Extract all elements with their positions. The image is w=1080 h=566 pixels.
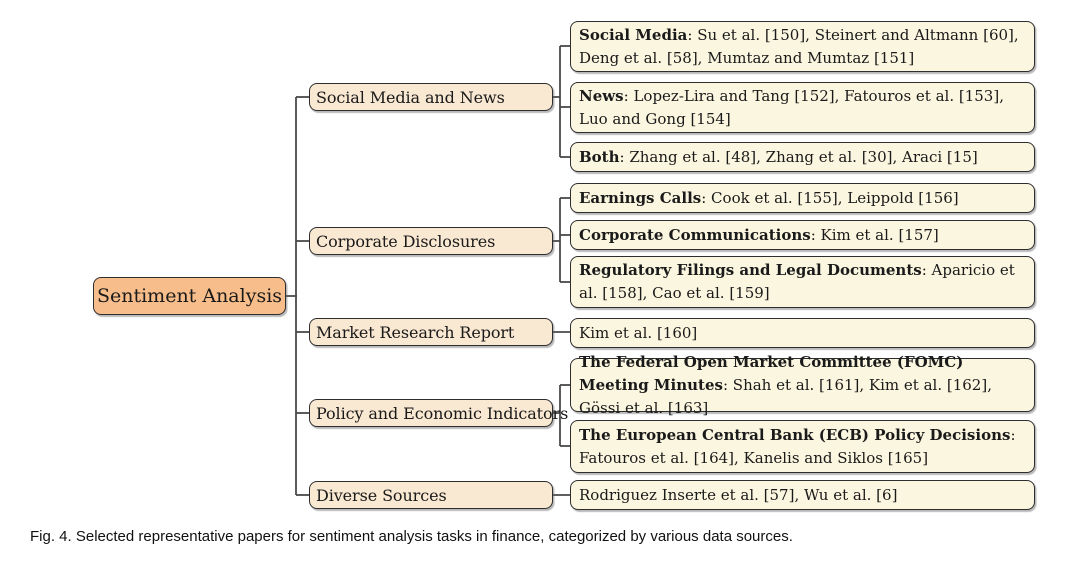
category-corporate-disclosures: Corporate Disclosures xyxy=(309,227,553,255)
leaf-prefix: Social Media xyxy=(579,25,688,44)
leaf-both: Both: Zhang et al. [48], Zhang et al. [3… xyxy=(570,142,1035,172)
leaf-citations: : Zhang et al. [48], Zhang et al. [30], … xyxy=(619,147,978,166)
leaf-text: The Federal Open Market Committee (FOMC)… xyxy=(579,351,1026,420)
leaf-citations: : Kim et al. [157] xyxy=(810,225,939,244)
category-diverse-sources: Diverse Sources xyxy=(309,481,553,509)
leaf-corporate-communications: Corporate Communications: Kim et al. [15… xyxy=(570,220,1035,250)
leaf-regulatory-filings-and-legal-documents: Regulatory Filings and Legal Documents: … xyxy=(570,256,1035,308)
category-label: Diverse Sources xyxy=(316,485,447,505)
category-social-media-and-news: Social Media and News xyxy=(309,83,553,111)
leaf-text: Regulatory Filings and Legal Documents: … xyxy=(579,259,1026,305)
leaf-text: Social Media: Su et al. [150], Steinert … xyxy=(579,24,1026,70)
leaf-text: Earnings Calls: Cook et al. [155], Leipp… xyxy=(579,187,959,210)
category-label: Market Research Report xyxy=(316,322,515,342)
category-label: Policy and Economic Indicators xyxy=(316,403,569,423)
leaf-diverse-sources-papers: Rodriguez Inserte et al. [57], Wu et al.… xyxy=(570,480,1035,510)
leaf-text: Kim et al. [160] xyxy=(579,322,697,345)
node-sentiment-analysis: Sentiment Analysis xyxy=(93,277,286,315)
leaf-prefix: Earnings Calls xyxy=(579,188,702,207)
category-policy-and-economic-indicators: Policy and Economic Indicators xyxy=(309,399,568,427)
leaf-citations: : Shah et al. [161], Kim et al. [162], G… xyxy=(579,375,992,417)
leaf-prefix: Regulatory Filings and Legal Documents xyxy=(579,261,922,279)
leaf-text: Both: Zhang et al. [48], Zhang et al. [3… xyxy=(579,146,978,169)
leaf-market-research-report-papers: Kim et al. [160] xyxy=(570,318,1035,348)
leaf-text: News: Lopez-Lira and Tang [152], Fatouro… xyxy=(579,85,1026,131)
leaf-citations: Kim et al. [160] xyxy=(579,323,698,342)
leaf-prefix: The Federal Open Market Committee (FOMC)… xyxy=(579,352,964,394)
leaf-prefix: News xyxy=(579,86,624,105)
leaf-news: News: Lopez-Lira and Tang [152], Fatouro… xyxy=(570,82,1035,133)
category-label: Corporate Disclosures xyxy=(316,231,496,251)
category-label: Social Media and News xyxy=(316,87,505,107)
leaf-citations: Rodriguez Inserte et al. [57], Wu et al.… xyxy=(579,485,898,504)
leaf-citations: : Su et al. [150], Steinert and Altmann … xyxy=(579,25,1019,67)
leaf-citations: : Aparicio et al. [158], Cao et al. [159… xyxy=(579,261,1015,302)
leaf-social-media: Social Media: Su et al. [150], Steinert … xyxy=(570,21,1035,72)
leaf-citations: : Lopez-Lira and Tang [152], Fatouros et… xyxy=(579,86,1004,128)
figure-caption: Fig. 4. Selected representative papers f… xyxy=(30,528,793,545)
leaf-prefix: The European Central Bank (ECB) Policy D… xyxy=(579,425,1011,444)
leaf-prefix: Corporate Communications xyxy=(579,225,811,244)
leaf-prefix: Both xyxy=(579,147,620,166)
leaf-ecb-policy-decisions: The European Central Bank (ECB) Policy D… xyxy=(570,420,1035,473)
leaf-citations: : Fatouros et al. [164], Kanelis and Sik… xyxy=(579,425,1016,467)
leaf-text: The European Central Bank (ECB) Policy D… xyxy=(579,424,1026,470)
root-label: Sentiment Analysis xyxy=(96,285,283,307)
category-market-research-report: Market Research Report xyxy=(309,318,553,346)
leaf-text: Rodriguez Inserte et al. [57], Wu et al.… xyxy=(579,484,897,507)
leaf-citations: : Cook et al. [155], Leippold [156] xyxy=(701,188,959,207)
leaf-fomc-meeting-minutes: The Federal Open Market Committee (FOMC)… xyxy=(570,353,1035,417)
leaf-text: Corporate Communications: Kim et al. [15… xyxy=(579,224,939,247)
leaf-earnings-calls: Earnings Calls: Cook et al. [155], Leipp… xyxy=(570,183,1035,213)
